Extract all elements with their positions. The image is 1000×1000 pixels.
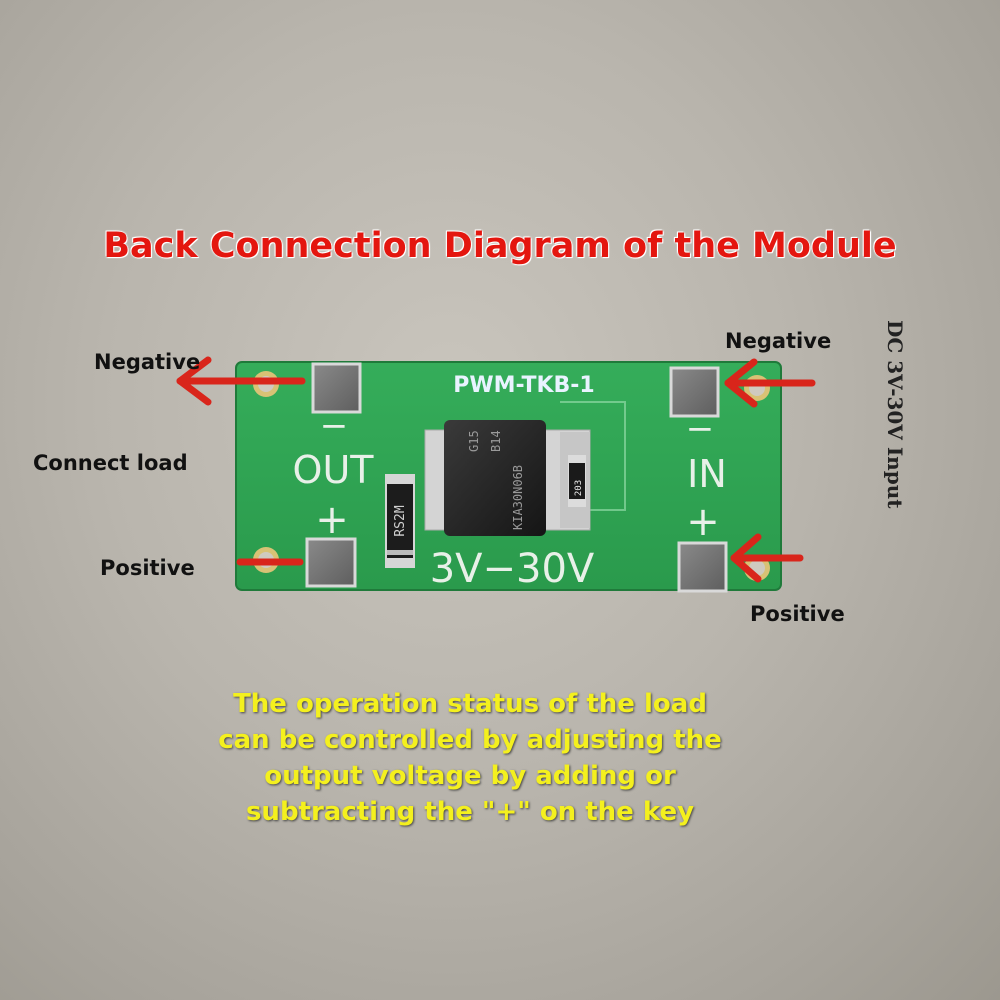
- arrow-out-negative: [176, 356, 306, 406]
- pad-in-positive: [677, 541, 728, 593]
- label-in-negative: Negative: [725, 329, 832, 353]
- diagram-title: Back Connection Diagram of the Module: [103, 226, 897, 266]
- pad-out-negative: [311, 362, 362, 414]
- mosfet-line-2: B14: [489, 430, 503, 452]
- note-line-3: output voltage by adding or: [264, 761, 676, 791]
- mosfet-line-3: KIA30N06B: [511, 465, 525, 530]
- in-plus-silk: +: [686, 499, 720, 545]
- pad-in-negative: [669, 366, 720, 418]
- mosfet-chip: G15 B14 KIA30N06B: [424, 420, 591, 536]
- board-model-text: PWM-TKB-1: [453, 373, 594, 398]
- out-minus-silk: −: [320, 406, 349, 446]
- in-minus-silk: −: [686, 409, 715, 449]
- out-plus-silk: +: [315, 497, 349, 543]
- out-label-silk: OUT: [293, 448, 375, 492]
- smd-diode: RS2M: [385, 474, 415, 568]
- note-line-4: subtracting the "+" on the key: [245, 797, 695, 827]
- label-connect-load: Connect load: [33, 451, 188, 475]
- smd-resistor: 203: [568, 455, 586, 507]
- explanation-note: The operation status of the load can be …: [150, 686, 790, 830]
- note-line-1: The operation status of the load: [233, 689, 707, 719]
- pad-out-positive: [305, 537, 357, 588]
- label-input-spec: DC 3V-30V Input: [883, 320, 907, 509]
- mosfet-line-1: G15: [467, 430, 481, 452]
- arrow-in-negative: [724, 358, 816, 408]
- resistor-marking: 203: [574, 480, 584, 496]
- note-line-2: can be controlled by adjusting the: [218, 725, 722, 755]
- diode-marking: RS2M: [393, 505, 408, 536]
- voltage-range-silk: 3V−30V: [430, 546, 595, 592]
- arrow-in-positive: [730, 533, 804, 583]
- label-in-positive: Positive: [750, 602, 845, 626]
- label-out-negative: Negative: [94, 350, 201, 374]
- silkscreen-outline: [560, 401, 626, 511]
- in-label-silk: IN: [687, 452, 727, 496]
- label-out-positive: Positive: [100, 556, 195, 580]
